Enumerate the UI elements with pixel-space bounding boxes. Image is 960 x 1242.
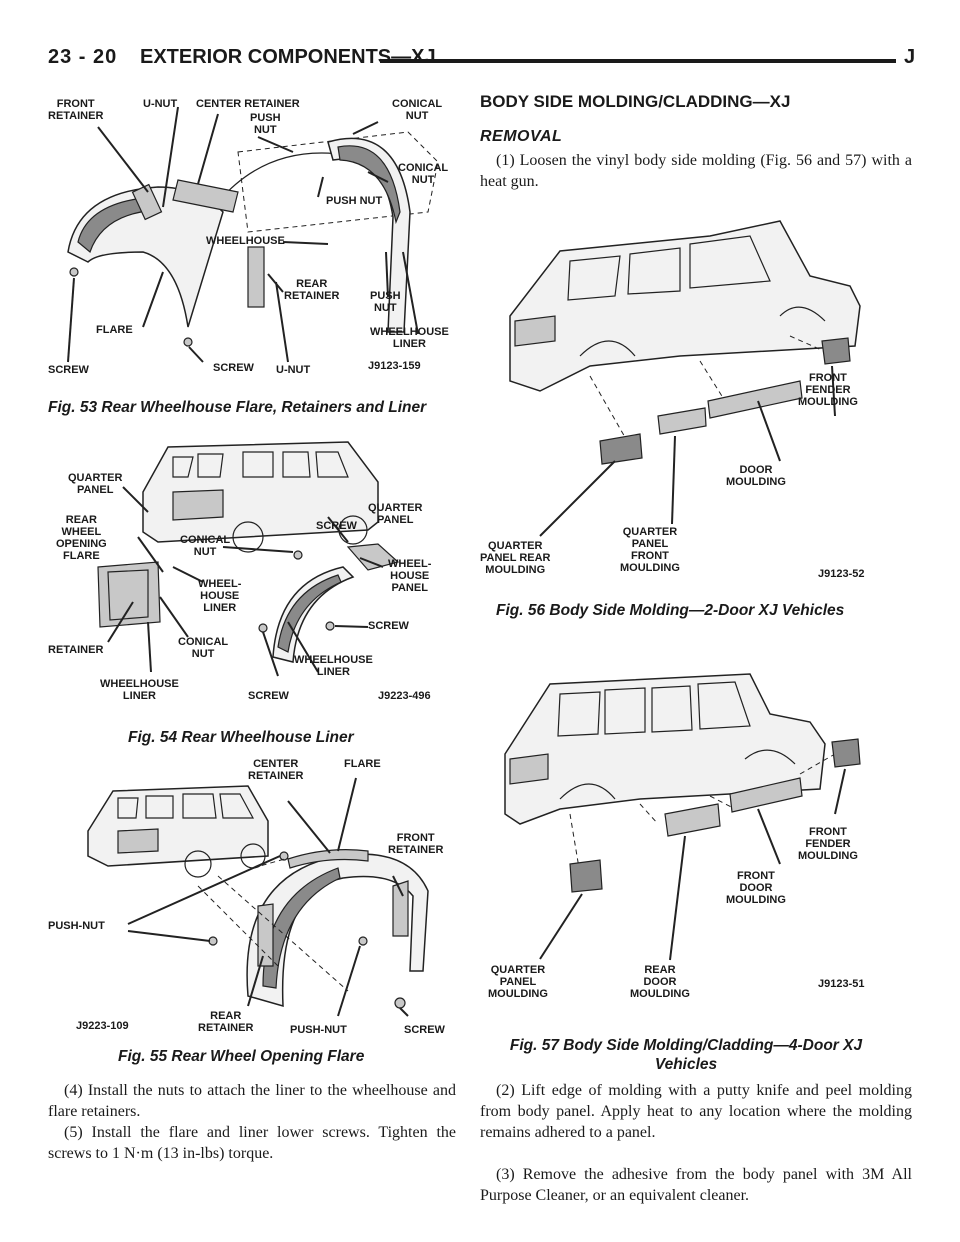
paragraph-step-3: (3) Remove the adhesive from the body pa…	[480, 1164, 912, 1206]
label-quarter-panel-2: QUARTER PANEL	[368, 502, 423, 526]
paragraph-step-5: (5) Install the flare and liner lower sc…	[48, 1122, 456, 1164]
label-screw: SCREW	[404, 1024, 445, 1036]
label-u-nut-top: U-NUT	[143, 98, 178, 110]
label-screw-2: SCREW	[213, 362, 254, 374]
label-retainer: RETAINER	[48, 644, 104, 656]
figure-55-drawing	[87, 777, 429, 1017]
figure-53-reference: J9123-159	[368, 360, 421, 372]
label-conical-nut-2: CONICAL NUT	[398, 162, 449, 186]
label-front-retainer: FRONT RETAINER	[48, 98, 104, 122]
label-push-nut-1: PUSH-NUT	[48, 920, 105, 932]
label-screw-1: SCREW	[48, 364, 89, 376]
page-number: 23 - 20	[48, 46, 118, 68]
label-push-nut-3: PUSH NUT	[370, 290, 401, 314]
figure-53: FRONT RETAINER U-NUT CENTER RETAINER PUS…	[48, 92, 456, 392]
label-screw-1: SCREW	[316, 520, 357, 532]
label-front-fender-moulding: FRONT FENDER MOULDING	[798, 372, 858, 408]
figure-53-drawing	[67, 106, 439, 363]
label-flare: FLARE	[344, 758, 381, 770]
paragraph-step-1-text: (1) Loosen the vinyl body side molding (…	[480, 152, 912, 190]
label-rear-retainer: REAR RETAINER	[284, 278, 340, 302]
label-screw-3: SCREW	[248, 690, 289, 702]
page-header: 23 - 20 EXTERIOR COMPONENTS—XJ J	[48, 40, 920, 80]
label-door-moulding: DOOR MOULDING	[726, 464, 786, 488]
figure-57: FRONT FENDER MOULDING FRONT DOOR MOULDIN…	[480, 664, 912, 1024]
label-u-nut-bottom: U-NUT	[276, 364, 311, 376]
figure-55-caption: Fig. 55 Rear Wheel Opening Flare	[118, 1048, 365, 1065]
paragraph-step-4-text: (4) Install the nuts to attach the liner…	[48, 1082, 456, 1120]
figure-54-reference: J9223-496	[378, 690, 431, 702]
label-center-retainer: CENTER RETAINER	[196, 98, 300, 110]
label-quarter-panel-rear-moulding: QUARTER PANEL REAR MOULDING	[480, 540, 551, 576]
figure-55-reference: J9223-109	[76, 1020, 129, 1032]
figure-57-reference: J9123-51	[818, 978, 865, 990]
label-flare: FLARE	[96, 324, 133, 336]
label-push-nut-2: PUSH-NUT	[290, 1024, 347, 1036]
label-center-retainer: CENTER RETAINER	[248, 758, 304, 782]
paragraph-step-5-text: (5) Install the flare and liner lower sc…	[48, 1124, 456, 1162]
label-push-nut-2: PUSH NUT	[326, 195, 383, 207]
label-front-retainer: FRONT RETAINER	[388, 832, 444, 856]
label-wheel-house-panel: WHEEL- HOUSE PANEL	[388, 558, 432, 594]
figure-56-drawing	[509, 220, 861, 537]
paragraph-step-2-text: (2) Lift edge of molding with a putty kn…	[480, 1082, 912, 1141]
label-conical-nut-2: CONICAL NUT	[178, 636, 229, 660]
section-title: BODY SIDE MOLDING/CLADDING—XJ	[480, 92, 791, 111]
section-header-title: EXTERIOR COMPONENTS—XJ	[140, 46, 436, 68]
paragraph-step-3-text: (3) Remove the adhesive from the body pa…	[480, 1166, 912, 1204]
label-wheelhouse: WHEELHOUSE	[206, 235, 285, 247]
label-wheel-house-liner: WHEEL- HOUSE LINER	[198, 578, 242, 614]
label-conical-nut-1: CONICAL NUT	[180, 534, 231, 558]
figure-57-caption: Fig. 57 Body Side Molding/Cladding—4-Doo…	[509, 1037, 863, 1073]
subsection-title: REMOVAL	[480, 128, 563, 145]
header-rule	[380, 59, 896, 63]
paragraph-step-1: (1) Loosen the vinyl body side molding (…	[480, 150, 912, 192]
label-quarter-panel-moulding: QUARTER PANEL MOULDING	[488, 964, 548, 1000]
figure-57-drawing	[504, 673, 861, 961]
label-quarter-panel-1: QUARTER PANEL	[68, 472, 123, 496]
label-front-fender-moulding: FRONT FENDER MOULDING	[798, 826, 858, 862]
figure-54-drawing	[97, 441, 400, 677]
label-screw-2: SCREW	[368, 620, 409, 632]
label-rear-door-moulding: REAR DOOR MOULDING	[630, 964, 690, 1000]
label-wheelhouse-liner: WHEELHOUSE LINER	[370, 326, 449, 350]
label-wheelhouse-liner-1: WHEELHOUSE LINER	[100, 678, 179, 702]
figure-55: CENTER RETAINER FLARE FRONT RETAINER PUS…	[48, 756, 456, 1038]
label-conical-nut-1: CONICAL NUT	[392, 98, 443, 122]
label-quarter-panel-front-moulding: QUARTER PANEL FRONT MOULDING	[620, 526, 680, 574]
label-front-door-moulding: FRONT DOOR MOULDING	[726, 870, 786, 906]
label-rear-wheel-opening-flare: REAR WHEEL OPENING FLARE	[56, 514, 107, 562]
figure-56-reference: J9123-52	[818, 568, 865, 580]
figure-56: FRONT FENDER MOULDING DOOR MOULDING QUAR…	[480, 196, 912, 588]
figure-54-caption: Fig. 54 Rear Wheelhouse Liner	[128, 729, 354, 746]
label-push-nut-1: PUSH NUT	[250, 112, 281, 136]
paragraph-step-2: (2) Lift edge of molding with a putty kn…	[480, 1080, 912, 1143]
paragraph-step-4: (4) Install the nuts to attach the liner…	[48, 1080, 456, 1122]
header-code-letter: J	[904, 46, 916, 68]
label-wheelhouse-liner-2: WHEELHOUSE LINER	[294, 654, 373, 678]
label-rear-retainer: REAR RETAINER	[198, 1010, 254, 1034]
figure-53-caption: Fig. 53 Rear Wheelhouse Flare, Retainers…	[48, 399, 427, 416]
figure-54: QUARTER PANEL REAR WHEEL OPENING FLARE C…	[48, 432, 456, 710]
figure-56-caption: Fig. 56 Body Side Molding—2-Door XJ Vehi…	[496, 602, 845, 619]
